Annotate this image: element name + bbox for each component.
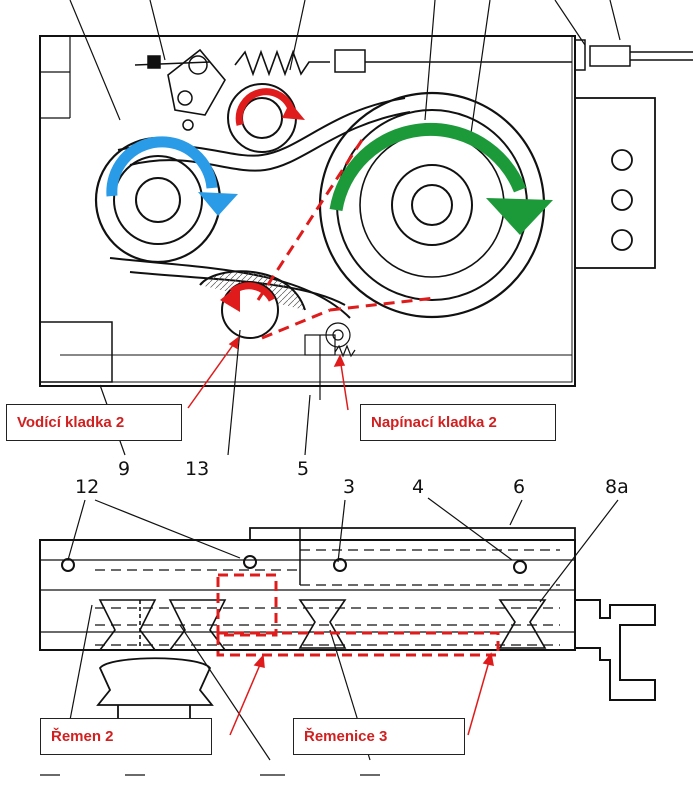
red-arrowhead-top [282,102,305,120]
rotation-arrows [106,88,553,312]
bottom-left-block [39,321,113,383]
part-number-5: 5 [297,458,310,480]
side-pulley-left [98,599,227,651]
part-number-8a: 8a [605,476,629,498]
callout-arrows-top [187,336,349,411]
small-tension-pulley [304,322,356,400]
part-number-4: 4 [412,476,425,498]
top-view [39,0,693,456]
lower-guide-roller [199,270,306,339]
top-plate [249,527,576,540]
housing-inner [39,35,573,383]
callout-belt: Řemen 2 [40,718,212,755]
part-number-6: 6 [513,476,526,498]
callout-guide-pulley: Vodící kladka 2 [6,404,182,441]
side-pulley-right [298,599,547,649]
blue-arrowhead [198,192,238,216]
belt-highlight-box [216,573,278,637]
green-arrowhead [486,198,553,235]
red-dashed-guides-top [256,139,436,340]
cable-connector [574,39,693,71]
callout-pulley: Řemenice 3 [293,718,465,755]
green-rotation-arrow [329,122,527,212]
part-number-3: 3 [343,476,356,498]
pulley-highlight-box [216,631,500,657]
part-number-12: 12 [75,476,100,498]
blue-rotation-arrow [106,136,218,197]
part-number-13: 13 [185,458,210,480]
mounting-plate [574,97,656,269]
callout-arrows-bottom [229,652,494,736]
red-rotation-arrow-top [235,88,296,126]
right-fork [575,599,656,701]
spring-assembly [134,48,572,131]
side-housing [39,539,576,651]
red-dashed-guides-bottom [216,573,500,657]
housing-outer [39,35,576,387]
callout-tension-pulley: Napínací kladka 2 [360,404,556,441]
top-leader-lines [69,0,621,141]
part-number-9: 9 [118,458,131,480]
red-arrowhead-bottom [220,284,240,312]
